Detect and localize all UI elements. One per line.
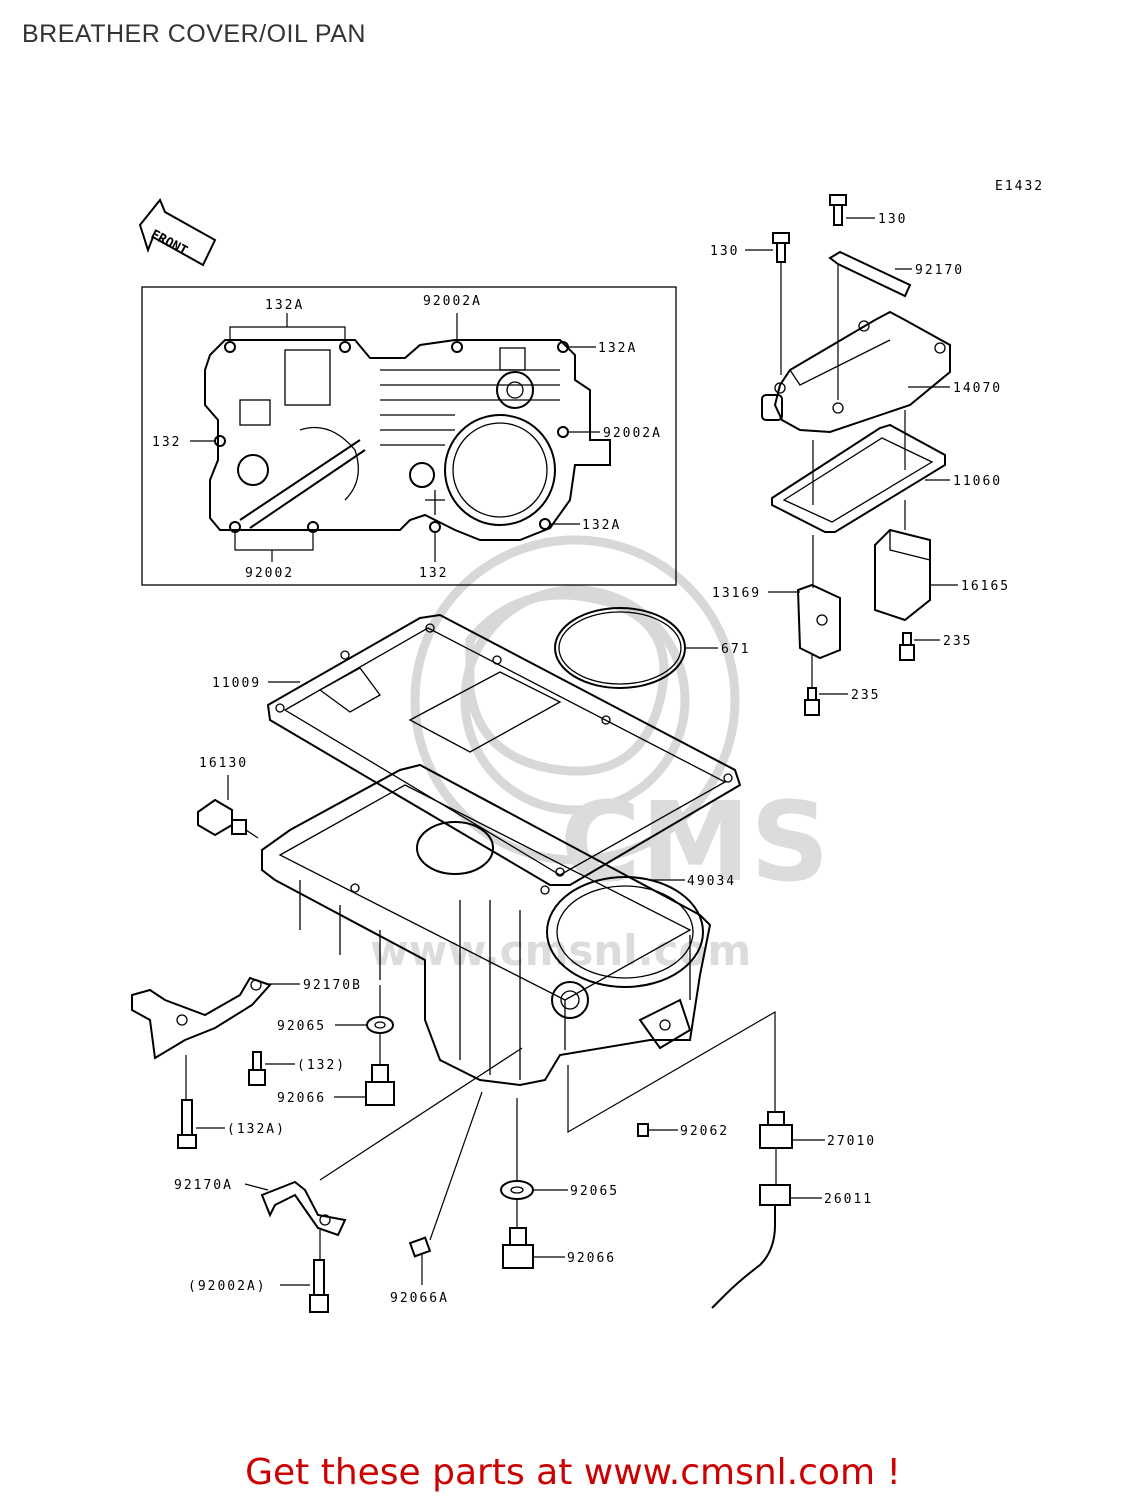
label-11060: 11060	[953, 474, 1002, 489]
label-16165: 16165	[961, 579, 1010, 594]
label-92170: 92170	[915, 263, 964, 278]
label-92170b: 92170B	[303, 978, 362, 993]
label-26011: 26011	[824, 1192, 873, 1207]
label-92065-b: 92065	[570, 1184, 619, 1199]
oil-pan-gasket	[266, 613, 742, 886]
front-arrow-icon: FRONT	[138, 198, 217, 267]
diagram-code: E1432	[995, 179, 1044, 194]
label-132a-paren: (132A)	[227, 1122, 286, 1137]
label-130-left: 130	[710, 244, 739, 259]
label-132-1: 132	[152, 435, 181, 450]
label-14070: 14070	[953, 381, 1002, 396]
oil-pan	[261, 763, 712, 1087]
watermark-url: www.cmsnl.com	[370, 926, 751, 975]
part-16130	[197, 798, 247, 837]
label-235-a: 235	[943, 634, 972, 649]
label-132a-2: 132A	[598, 341, 637, 356]
label-92066-b: 92066	[567, 1251, 616, 1266]
page-title: BREATHER COVER/OIL PAN	[22, 20, 366, 48]
label-92002a-paren: (92002A)	[188, 1279, 267, 1294]
footer-promo-link[interactable]: Get these parts at www.cmsnl.com !	[245, 1452, 901, 1493]
label-92170a: 92170A	[174, 1178, 233, 1193]
part-labels: 130 130 92170 14070 11060 16165 13169 23…	[152, 212, 1010, 1306]
label-132-paren: (132)	[297, 1058, 346, 1073]
parts-diagram: CMS www.cmsnl.com E1432 FRONT	[131, 179, 1044, 1313]
label-11009: 11009	[212, 676, 261, 691]
label-92066-a: 92066	[277, 1091, 326, 1106]
watermark-logo: CMS www.cmsnl.com	[370, 535, 829, 975]
label-92062: 92062	[680, 1124, 729, 1139]
label-27010: 27010	[827, 1134, 876, 1149]
inset-leaders	[190, 313, 600, 562]
label-130-top: 130	[878, 212, 907, 227]
breather-leaders	[685, 217, 958, 695]
label-132a-1: 132A	[265, 298, 304, 313]
label-49034: 49034	[687, 874, 736, 889]
label-671: 671	[721, 642, 750, 657]
main-leaders	[185, 681, 825, 1286]
crankcase-bottom	[204, 339, 611, 541]
label-132a-3: 132A	[582, 518, 621, 533]
label-132-2: 132	[419, 566, 448, 581]
label-92002a-1: 92002A	[423, 294, 482, 309]
bracket-92170b	[131, 976, 272, 1060]
label-92065-a: 92065	[277, 1019, 326, 1034]
label-92002a-2: 92002A	[603, 426, 662, 441]
breather-cover-group	[554, 194, 951, 716]
label-13169: 13169	[712, 586, 761, 601]
label-92066a: 92066A	[390, 1291, 449, 1306]
lower-fasteners	[177, 1016, 793, 1313]
inset-frame	[141, 286, 677, 586]
label-16130: 16130	[199, 756, 248, 771]
label-235-b: 235	[851, 688, 880, 703]
front-label: FRONT	[148, 227, 190, 259]
label-92002: 92002	[245, 566, 294, 581]
